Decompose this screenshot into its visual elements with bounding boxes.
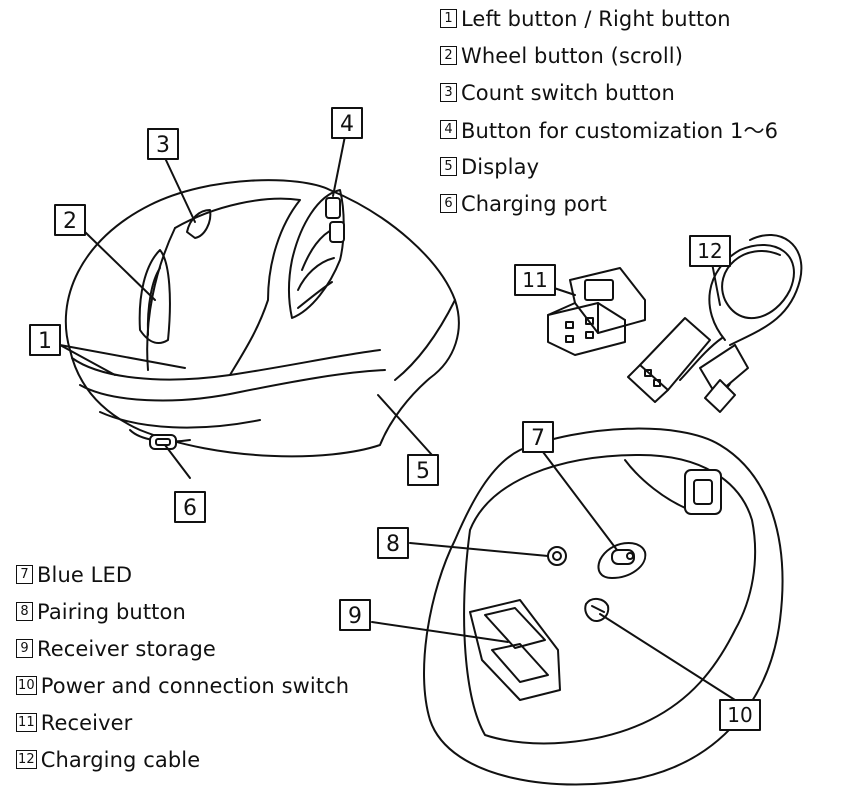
- legend-number: 3: [440, 83, 457, 102]
- legend-text: Charging cable: [40, 747, 201, 772]
- legend-text: Display: [461, 154, 540, 179]
- legend-text: Left button / Right button: [461, 6, 731, 31]
- legend-text: Wheel button (scroll): [461, 43, 684, 68]
- svg-text:8: 8: [386, 532, 400, 557]
- svg-text:5: 5: [416, 459, 430, 484]
- legend-text: Charging port: [461, 191, 607, 216]
- svg-text:9: 9: [348, 604, 362, 629]
- legend-number: 5: [440, 157, 457, 176]
- legend-number: 8: [16, 602, 33, 621]
- legend-text: Button for customization 1～6: [461, 118, 779, 143]
- legend-number: 1: [440, 9, 457, 28]
- charging-cable-illustration: [627, 234, 803, 413]
- mouse-top-illustration: [64, 179, 460, 458]
- callout-11: 11: [514, 264, 556, 296]
- svg-text:1: 1: [38, 329, 52, 354]
- svg-text:7: 7: [531, 426, 545, 451]
- svg-text:10: 10: [727, 703, 752, 727]
- legend-text: Power and connection switch: [40, 673, 350, 698]
- legend-number: 4: [440, 120, 457, 139]
- legend-number: 9: [16, 639, 33, 658]
- callout-9: 9: [339, 599, 371, 631]
- receiver-illustration: [547, 267, 646, 356]
- callout-3: 3: [147, 128, 179, 160]
- svg-text:12: 12: [697, 239, 722, 263]
- callout-10: 10: [719, 699, 761, 731]
- legend-number: 7: [16, 565, 33, 584]
- legend-number: 11: [16, 713, 37, 732]
- callout-4: 4: [331, 107, 363, 139]
- legend-number: 6: [440, 194, 457, 213]
- callout-7: 7: [522, 421, 554, 453]
- mouse-bottom-illustration: [423, 427, 784, 786]
- callout-2: 2: [54, 204, 86, 236]
- legend-text: Receiver: [40, 710, 133, 735]
- legend-text: Pairing button: [37, 599, 186, 624]
- callout-8: 8: [377, 527, 409, 559]
- legend-number: 10: [16, 676, 37, 695]
- callout-1: 1: [29, 324, 61, 356]
- legend-text: Receiver storage: [37, 636, 216, 661]
- svg-text:2: 2: [63, 209, 77, 234]
- svg-text:11: 11: [522, 268, 547, 292]
- legend-number: 12: [16, 750, 37, 769]
- callout-6: 6: [174, 491, 206, 523]
- legend-number: 2: [440, 46, 457, 65]
- legend-text: Count switch button: [461, 80, 675, 105]
- callout-5: 5: [407, 454, 439, 486]
- svg-text:6: 6: [183, 496, 197, 521]
- svg-text:3: 3: [156, 133, 170, 158]
- callout-leaders: [59, 135, 736, 701]
- svg-text:4: 4: [340, 112, 354, 137]
- callout-12: 12: [689, 235, 731, 267]
- legend-text: Blue LED: [37, 562, 133, 587]
